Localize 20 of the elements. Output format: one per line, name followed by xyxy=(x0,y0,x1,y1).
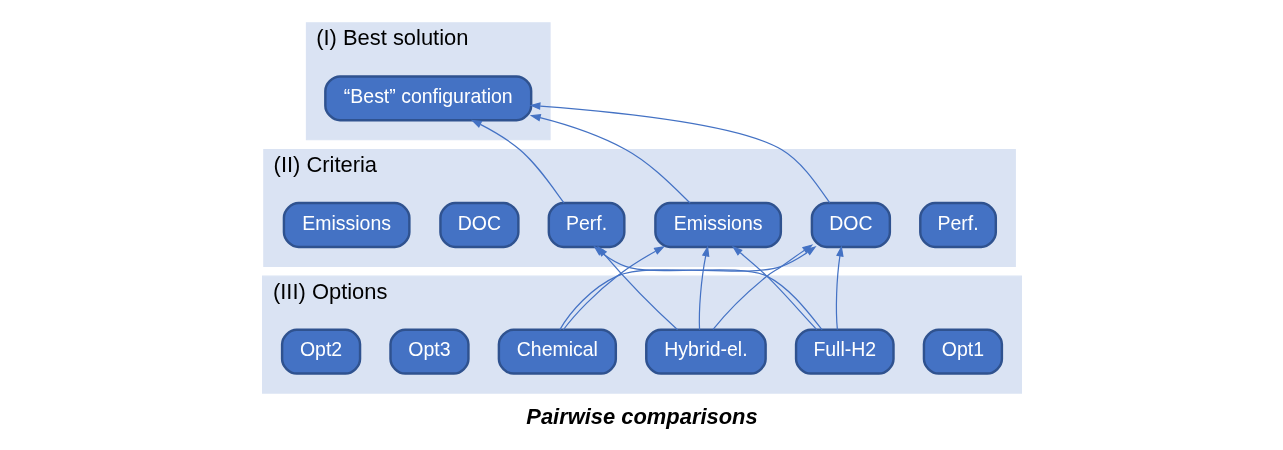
node-box: Opt3 xyxy=(388,328,470,375)
caption: Pairwise comparisons xyxy=(525,404,758,430)
node-box: Perf. xyxy=(547,201,626,249)
node-box: “Best” configuration xyxy=(323,75,532,122)
arrow xyxy=(529,114,691,204)
node-box: Hybrid-el. xyxy=(644,328,767,375)
node-box: Full-H2 xyxy=(794,328,895,375)
arrow xyxy=(470,119,565,204)
node-box: Perf. xyxy=(918,201,997,249)
node-box: Emissions xyxy=(653,201,782,249)
node-box: Opt1 xyxy=(922,328,1003,375)
node-box: Chemical xyxy=(497,328,617,375)
arrow xyxy=(835,245,844,331)
arrow xyxy=(712,244,813,331)
node-box: DOC xyxy=(810,201,891,249)
node-box: Opt2 xyxy=(280,328,361,375)
node-box: DOC xyxy=(438,201,520,249)
arrow xyxy=(698,245,709,331)
arrow xyxy=(528,102,830,204)
node-box: Emissions xyxy=(282,201,411,249)
